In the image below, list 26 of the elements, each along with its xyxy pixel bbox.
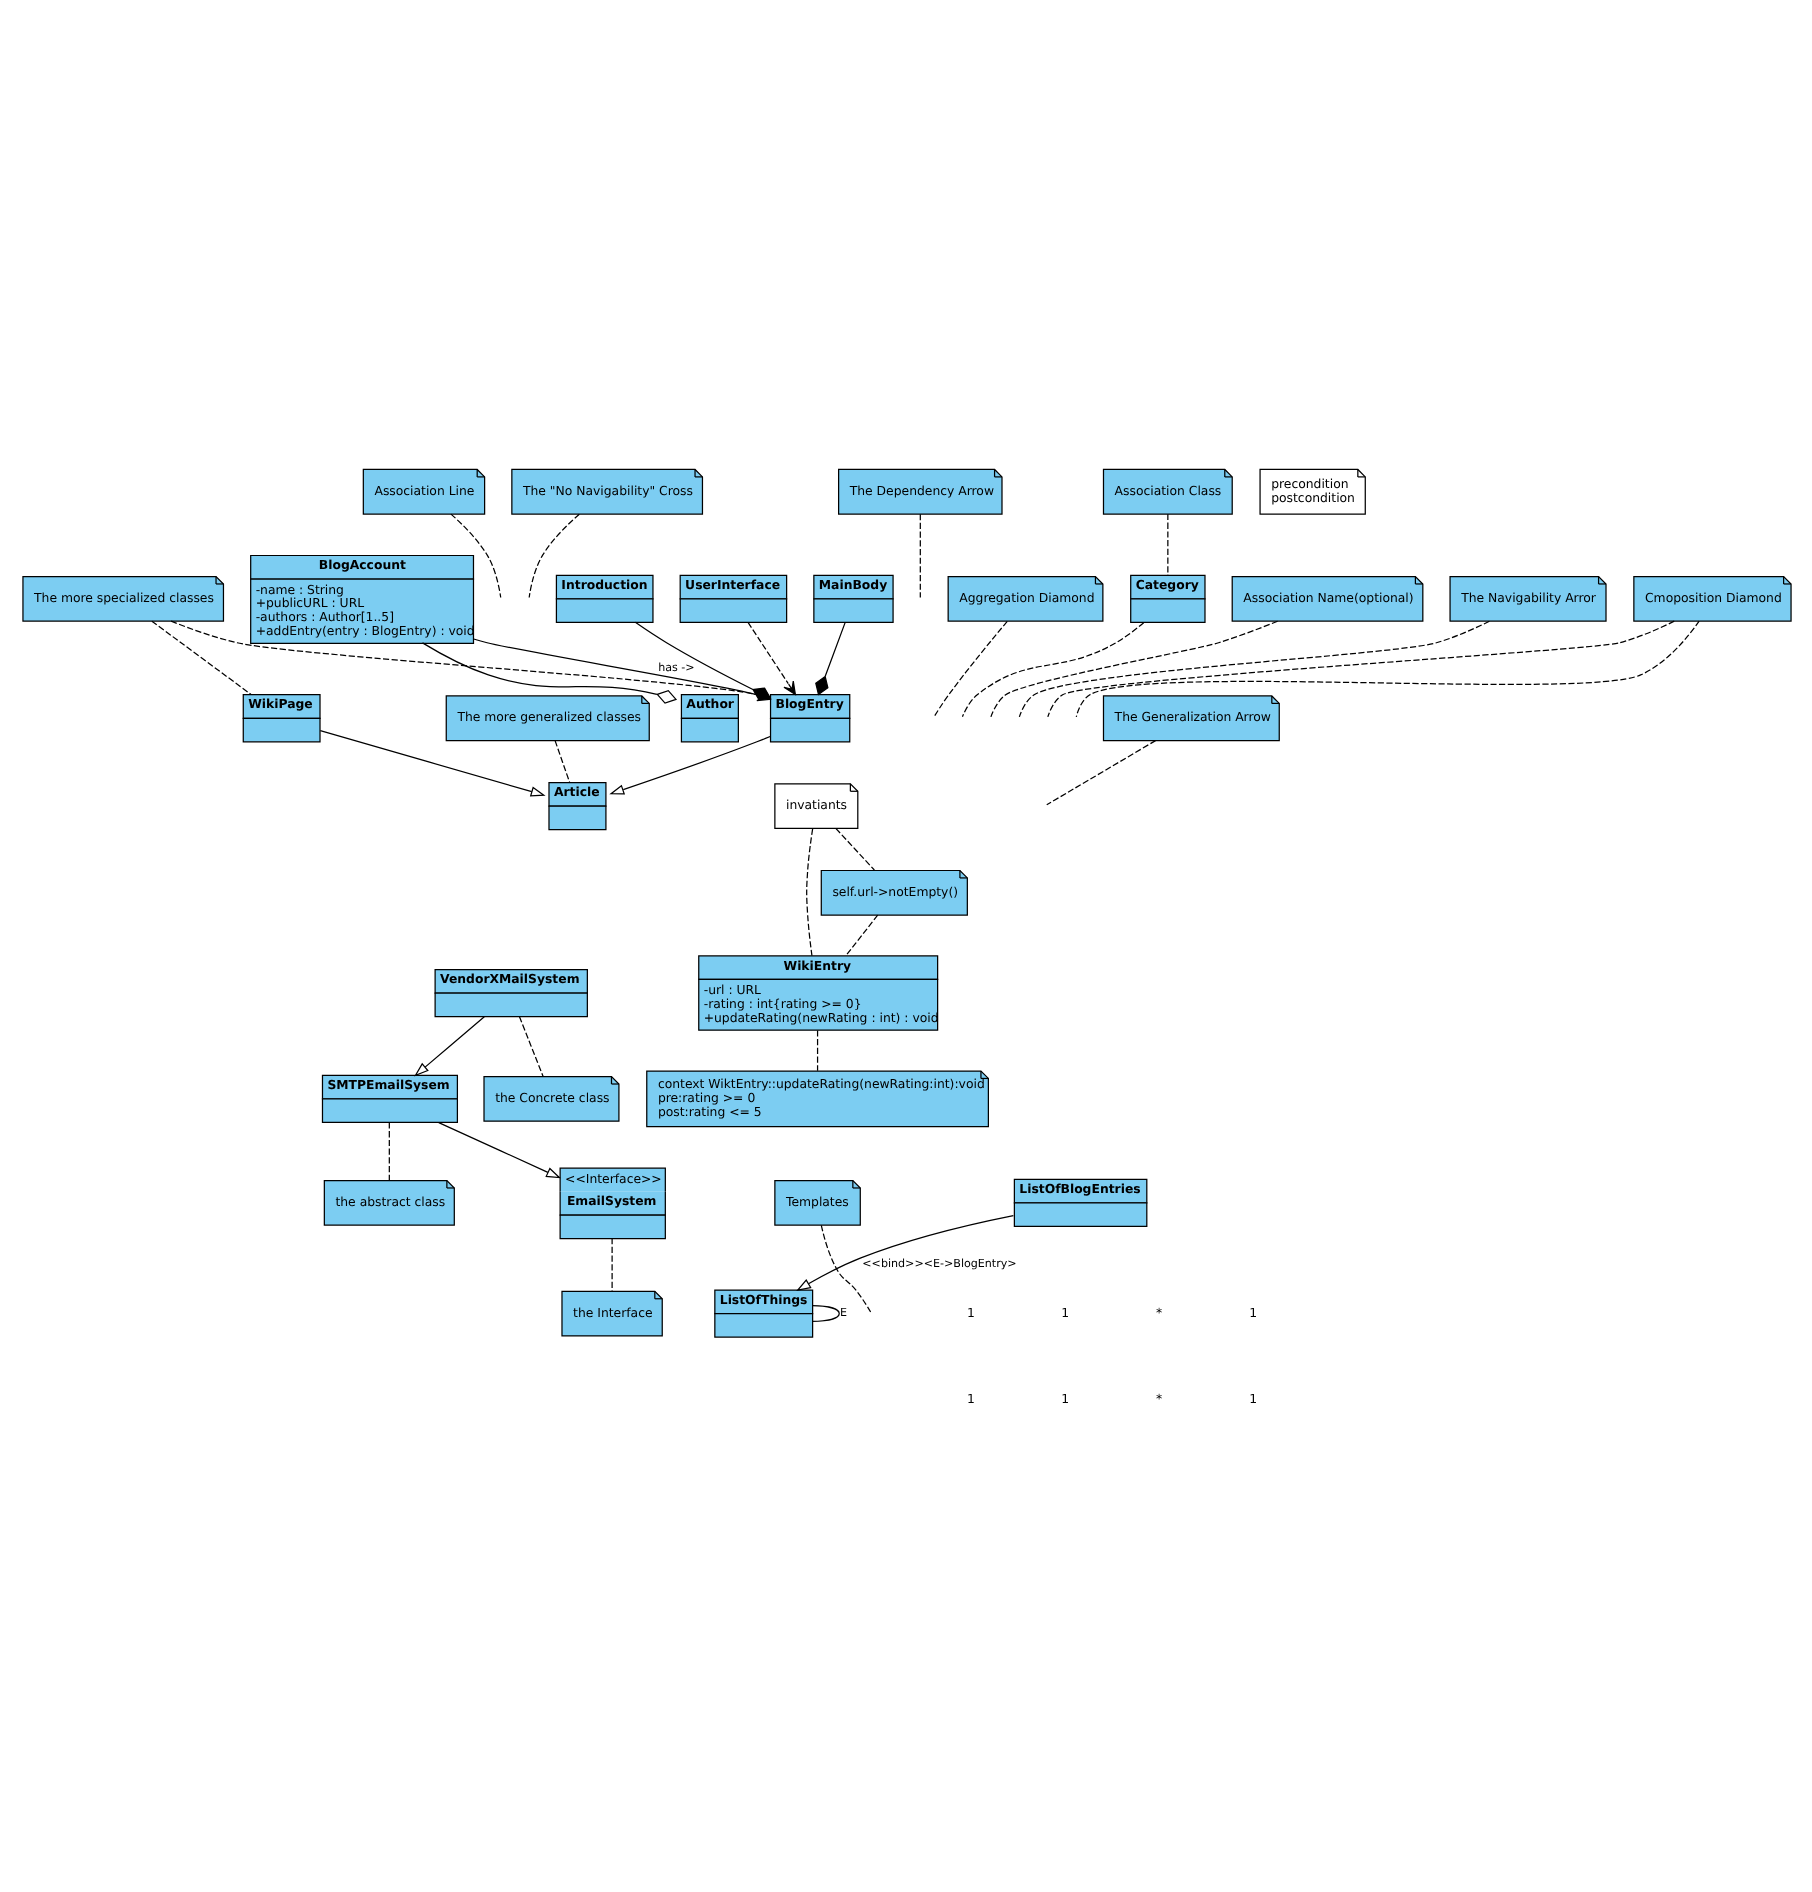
arrow [795,1215,1013,1292]
connector [527,513,579,599]
connector [1017,620,1489,718]
connector [834,828,874,871]
connector [387,1122,389,1182]
connector [610,1237,612,1292]
connector [517,1016,543,1077]
connector [819,1224,871,1313]
arrow [318,730,545,797]
connector [553,740,570,783]
arrow [746,622,795,696]
connector [805,828,813,957]
arrow [413,1016,484,1077]
connector [1166,513,1168,576]
connector [814,622,845,696]
connector [150,620,251,695]
connector [960,622,1144,718]
connector [815,1029,818,1072]
connector [918,513,920,599]
connector [449,513,501,599]
connector [810,1305,839,1323]
arrow [437,1122,560,1179]
arrow [608,735,770,795]
connector [1045,740,1156,806]
connector [932,620,1007,718]
connector [844,914,878,957]
